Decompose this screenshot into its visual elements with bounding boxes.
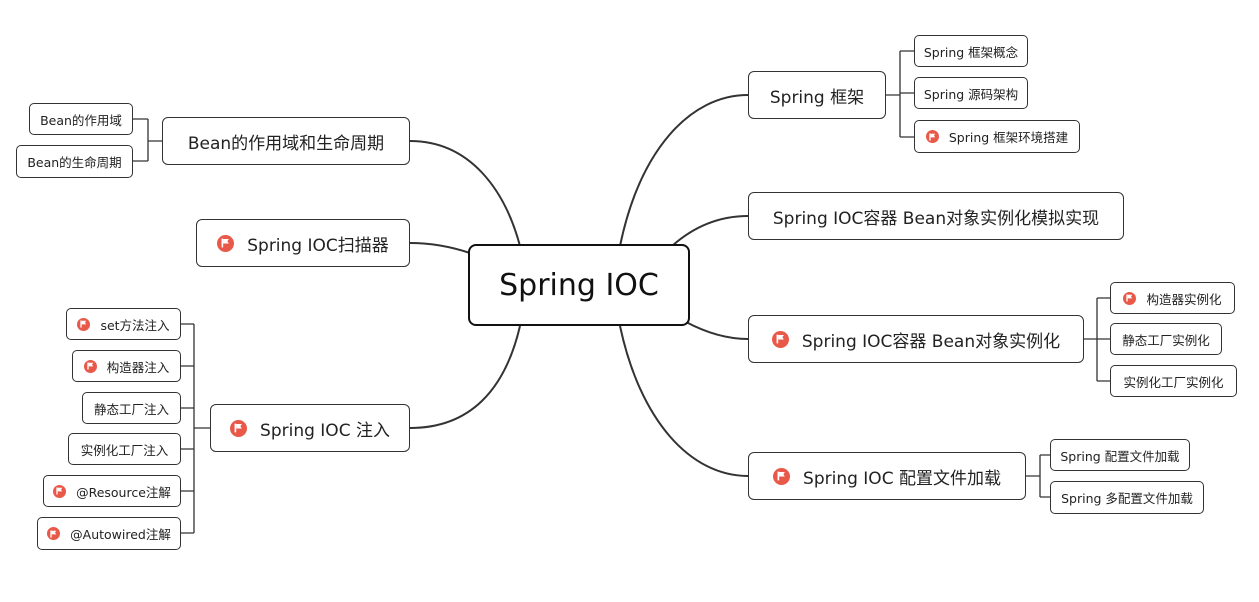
flag-icon [1123,291,1137,305]
link-injection-leaves [181,323,210,534]
leaf-constructor-instantiation[interactable]: 构造器实例化 [1110,282,1235,314]
link-root-framework [619,94,749,247]
leaf-label: @Resource注解 [76,484,171,500]
branch-scanner[interactable]: Spring IOC扫描器 [196,219,410,267]
leaf-label: Bean的作用域 [40,112,122,128]
branch-label: Spring IOC容器 Bean对象实例化模拟实现 [772,208,1100,229]
branch-label: Spring IOC容器 Bean对象实例化 [801,331,1061,352]
branch-label: Bean的作用域和生命周期 [187,133,385,154]
branch-label: Spring 框架 [769,87,865,108]
root-node[interactable]: Spring IOC [468,244,690,326]
leaf-constructor-injection[interactable]: 构造器注入 [72,350,181,382]
leaf-bean-lifecycle[interactable]: Bean的生命周期 [16,145,133,178]
leaf-label: 构造器注入 [106,359,170,375]
link-framework-leaves [886,50,914,138]
branch-label: Spring IOC 注入 [260,420,390,441]
link-root-config [619,325,749,477]
flag-icon [773,467,791,485]
leaf-set-injection[interactable]: set方法注入 [66,308,181,340]
leaf-bean-scope[interactable]: Bean的作用域 [29,103,133,135]
leaf-label: Spring 多配置文件加载 [1061,491,1193,506]
flag-icon [925,130,939,143]
branch-instantiation[interactable]: Spring IOC容器 Bean对象实例化 [748,315,1084,363]
leaf-instance-factory-instantiation[interactable]: 实例化工厂实例化 [1110,365,1237,397]
root-label: Spring IOC [499,267,659,303]
flag-icon [230,419,248,437]
leaf-framework-source[interactable]: Spring 源码架构 [914,77,1028,109]
leaf-label: set方法注入 [100,317,170,333]
leaf-static-factory-injection[interactable]: 静态工厂注入 [82,392,181,424]
link-instantiation-leaves [1084,297,1110,382]
flag-icon [83,359,97,373]
flag-icon [53,484,67,498]
link-root-scanner [409,242,471,254]
leaf-label: 实例化工厂注入 [80,442,169,458]
branch-injection[interactable]: Spring IOC 注入 [210,404,410,452]
link-root-simulate [671,215,749,247]
leaf-label: Spring 配置文件加载 [1060,448,1180,464]
branch-framework[interactable]: Spring 框架 [748,71,886,119]
leaf-label: 实例化工厂实例化 [1123,374,1224,390]
link-config-leaves [1026,454,1050,498]
link-scope-leaves [133,118,162,162]
leaf-label: 静态工厂注入 [93,401,169,417]
leaf-label: 构造器实例化 [1146,291,1222,307]
flag-icon [771,330,789,348]
leaf-label: 静态工厂实例化 [1122,332,1210,348]
branch-config[interactable]: Spring IOC 配置文件加载 [748,452,1026,500]
flag-icon [77,317,91,331]
leaf-resource-annotation[interactable]: @Resource注解 [43,475,181,507]
leaf-multi-config-loading[interactable]: Spring 多配置文件加载 [1050,481,1204,514]
leaf-config-file-loading[interactable]: Spring 配置文件加载 [1050,439,1190,471]
leaf-framework-setup[interactable]: Spring 框架环境搭建 [914,120,1080,153]
leaf-label: Spring 框架环境搭建 [948,130,1069,145]
branch-label: Spring IOC扫描器 [247,235,389,256]
leaf-instance-factory-injection[interactable]: 实例化工厂注入 [68,433,181,465]
link-root-scope [409,140,521,247]
branch-simulate[interactable]: Spring IOC容器 Bean对象实例化模拟实现 [748,192,1124,240]
flag-icon [217,234,235,252]
leaf-framework-concept[interactable]: Spring 框架概念 [914,35,1028,67]
flag-icon [47,527,61,540]
leaf-label: Spring 源码架构 [923,86,1019,102]
branch-scope[interactable]: Bean的作用域和生命周期 [162,117,410,165]
branch-label: Spring IOC 配置文件加载 [803,468,1001,489]
leaf-label: Bean的生命周期 [27,155,122,170]
link-root-instantiation [685,321,749,340]
link-root-injection [409,325,521,429]
leaf-autowired-annotation[interactable]: @Autowired注解 [37,517,181,550]
leaf-label: Spring 框架概念 [923,44,1019,60]
leaf-static-factory-instantiation[interactable]: 静态工厂实例化 [1110,323,1222,355]
leaf-label: @Autowired注解 [70,527,171,542]
